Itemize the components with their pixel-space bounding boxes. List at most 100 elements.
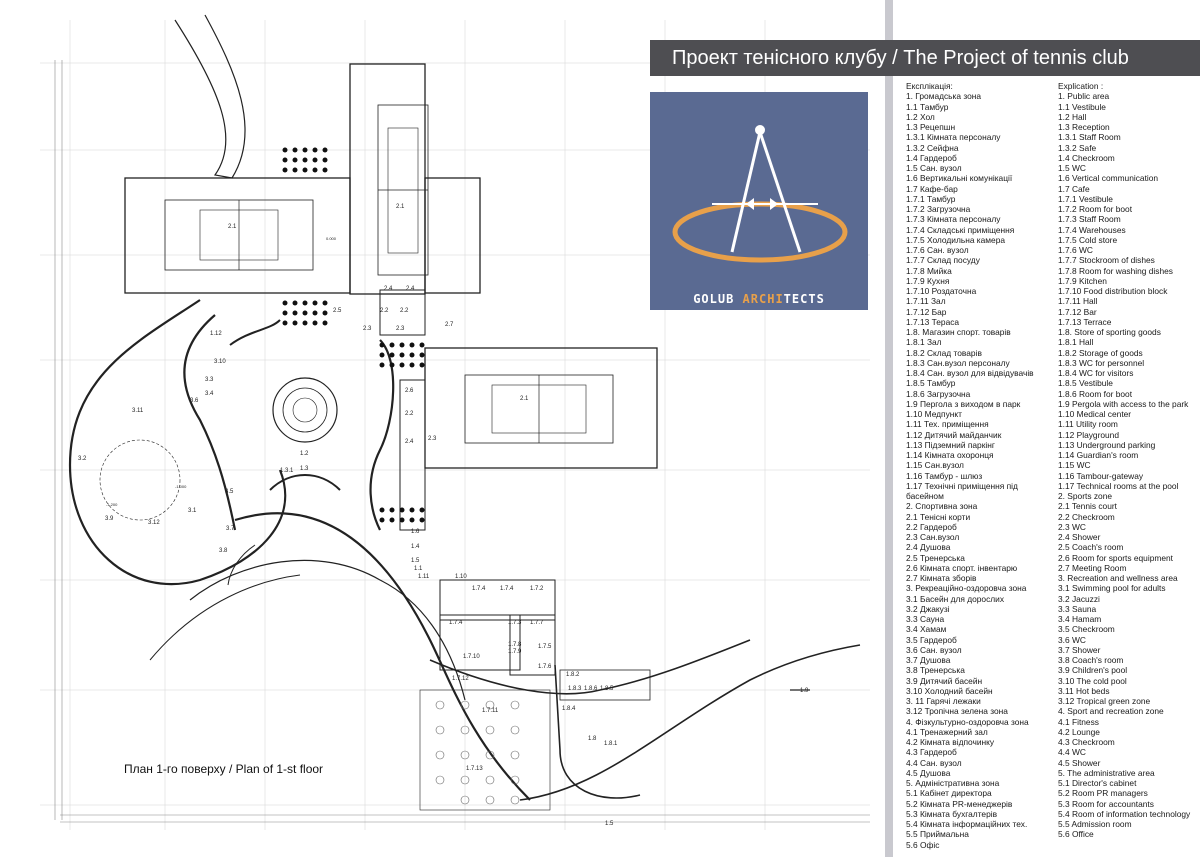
legend-item: 3.1 Басейн для дорослих [906, 593, 1005, 604]
label-pergola: 1.9 [800, 688, 809, 694]
elevation-label: -1.000 [175, 484, 187, 489]
legend-item: 3.2 Jacuzzi [1058, 593, 1100, 604]
label-room-left: 3.4 [205, 391, 214, 397]
label-court-mid: 2.1 [520, 396, 529, 402]
label-room-right: 2.3 [428, 436, 437, 442]
legend-item: 3. 11 Гарячі лежаки [906, 696, 981, 706]
legend-item: 1.15 Сан.вузол [906, 460, 964, 471]
legend-item: 1.3 Рецепшн [906, 122, 956, 132]
legend-item: 1.8. Магазин спорт. товарів [906, 327, 1011, 337]
legend-item: 1.7.2 Загрузочна [906, 204, 971, 214]
legend-item: 3.9 Дитячий басейн [906, 675, 983, 686]
legend-item: 2.2 Checkroom [1058, 511, 1115, 522]
legend-item: 1.17 Технічні приміщення під басейном [906, 480, 1018, 501]
legend-item: 1.1 Vestibule [1058, 101, 1106, 112]
legend-item: 1.10 Medical center [1058, 409, 1132, 419]
legend-item: 1.7.10 Food distribution block [1058, 286, 1168, 296]
label-room-top: 2.4 [406, 286, 415, 292]
legend-item: 4.2 Lounge [1058, 726, 1100, 737]
legend-item: 2.1 Тенісні корти [906, 511, 971, 522]
legend-item: 5. The administrative area [1058, 767, 1155, 778]
legend-item: 1.5 Сан. вузол [906, 163, 962, 173]
legend-item: 3.5 Checkroom [1058, 624, 1115, 635]
legend-item: 3.6 Сан. вузол [906, 644, 962, 655]
legend-item: 5.6 Офіс [906, 839, 940, 850]
label-room-left: 3.3 [205, 377, 214, 383]
legend-item: 5.5 Приймальна [906, 829, 969, 840]
legend-item: 5.5 Admission room [1058, 819, 1132, 829]
legend-item: 1.7.1 Тамбур [906, 193, 956, 204]
legend-item: 1. Громадська зона [906, 91, 982, 102]
legend-item: 1.4 Checkroom [1058, 152, 1115, 163]
label-room-cafe: 1.7.2 [530, 586, 544, 592]
label-room-cafe: 1.7.4 [449, 620, 463, 626]
legend-item: 2.7 Кімната зборів [906, 573, 977, 583]
plan-caption: План 1-го поверху / Plan of 1-st floor [124, 762, 324, 776]
label-room-store: 1.8.4 [562, 706, 576, 712]
legend-item: 5.1 Кабінет директора [906, 788, 992, 799]
legend-item: 2.6 Кімната спорт. інвентарю [906, 562, 1018, 573]
label-side: 1.11 [418, 574, 430, 580]
legend-item: 4.3 Гардероб [906, 747, 957, 758]
label-room-cafe: 1.7.12 [452, 676, 469, 682]
legend-item: 1.7.10 Роздаточна [906, 286, 977, 296]
legend-item: 3. Рекреаційно-оздоровча зона [906, 583, 1027, 594]
label-room-cafe: 1.7.4 [500, 586, 514, 592]
legend-item: 1.7.8 Room for washing dishes [1058, 265, 1173, 276]
legend-item: 1.7.11 Зал [906, 296, 946, 307]
label-room-cafe: 1.7.5 [538, 644, 552, 650]
legend-item: 2.5 Тренерська [906, 552, 965, 563]
legend-item: 1.3.2 Safe [1058, 142, 1097, 153]
legend-item: 1.16 Тамбур - шлюз [906, 470, 983, 481]
label-room-top: 2.3 [396, 326, 405, 332]
legend-item: 1.7.9 Кухня [906, 275, 950, 286]
label-room-cafe: 1.7.3 [508, 620, 522, 626]
legend-item: 4.5 Душова [906, 767, 951, 778]
legend-item: 3.3 Сауна [906, 614, 945, 624]
legend-item: 3. Recreation and wellness area [1058, 573, 1178, 583]
label-side: 1.1 [414, 566, 423, 572]
legend-item: 1.7.4 Warehouses [1058, 224, 1126, 235]
label-room-left: 3.8 [219, 548, 228, 554]
label-room-right: 2.2 [405, 411, 414, 417]
legend-item: 1.6 Vertical communication [1058, 173, 1159, 184]
label-room-cafe: 1.7.10 [463, 654, 480, 660]
label-room-left: 3.7 [226, 526, 235, 532]
legend-item: 3.4 Хамам [906, 624, 947, 635]
legend-item: 1.7.6 WC [1058, 245, 1093, 255]
legend-item: 1.6 Вертикальні комунікації [906, 173, 1013, 184]
legend-item: 1.8.4 WC for visitors [1058, 368, 1134, 378]
legend-item: 1.11 Тех. приміщення [906, 419, 989, 430]
label-room-top: 2.4 [384, 286, 393, 292]
label-playground: 1.12 [210, 331, 222, 337]
label-side: 1.5 [411, 558, 420, 564]
legend-item: 1.8.3 Сан.вузол персоналу [906, 357, 1010, 368]
legend-item: 1.7.12 Бар [906, 306, 947, 317]
compass-icon [672, 125, 848, 263]
legend-item: 4.4 Сан. вузол [906, 757, 962, 768]
terrace-tables [435, 700, 520, 805]
legend-item: 2.5 Coach's room [1058, 542, 1124, 553]
legend-item: 2. Sports zone [1058, 491, 1113, 501]
legend-item: 5.4 Room of information technology [1058, 808, 1191, 819]
legend-item: 5.1 Director's cabinet [1058, 778, 1137, 788]
legend-item: 1.13 Underground parking [1058, 439, 1156, 450]
legend-item: 1.7.13 Тераса [906, 316, 960, 327]
label-pool: 3.1 [188, 508, 197, 514]
label-childpool: 3.9 [105, 516, 114, 522]
explication-panel [893, 0, 1200, 857]
elevation-label: -1.200 [106, 502, 118, 507]
legend-item: 3.8 Тренерська [906, 665, 965, 676]
legend-item: 3.7 Душова [906, 655, 951, 665]
legend-item: 1.7.11 Hall [1058, 296, 1098, 307]
legend-item: 1.4 Гардероб [906, 152, 957, 163]
legend-item: 1.17 Technical rooms at the pool [1058, 480, 1179, 491]
legend-item: 3.12 Tropical green zone [1058, 696, 1151, 706]
legend-item: 1.3.2 Сейфна [906, 142, 959, 153]
legend-item: 2.4 Shower [1058, 532, 1101, 542]
page-title: Проект тенісного клубу / The Project of … [650, 40, 1200, 76]
legend-item: 3.2 Джакузі [906, 603, 950, 614]
legend-item: 2.7 Meeting Room [1058, 562, 1127, 573]
